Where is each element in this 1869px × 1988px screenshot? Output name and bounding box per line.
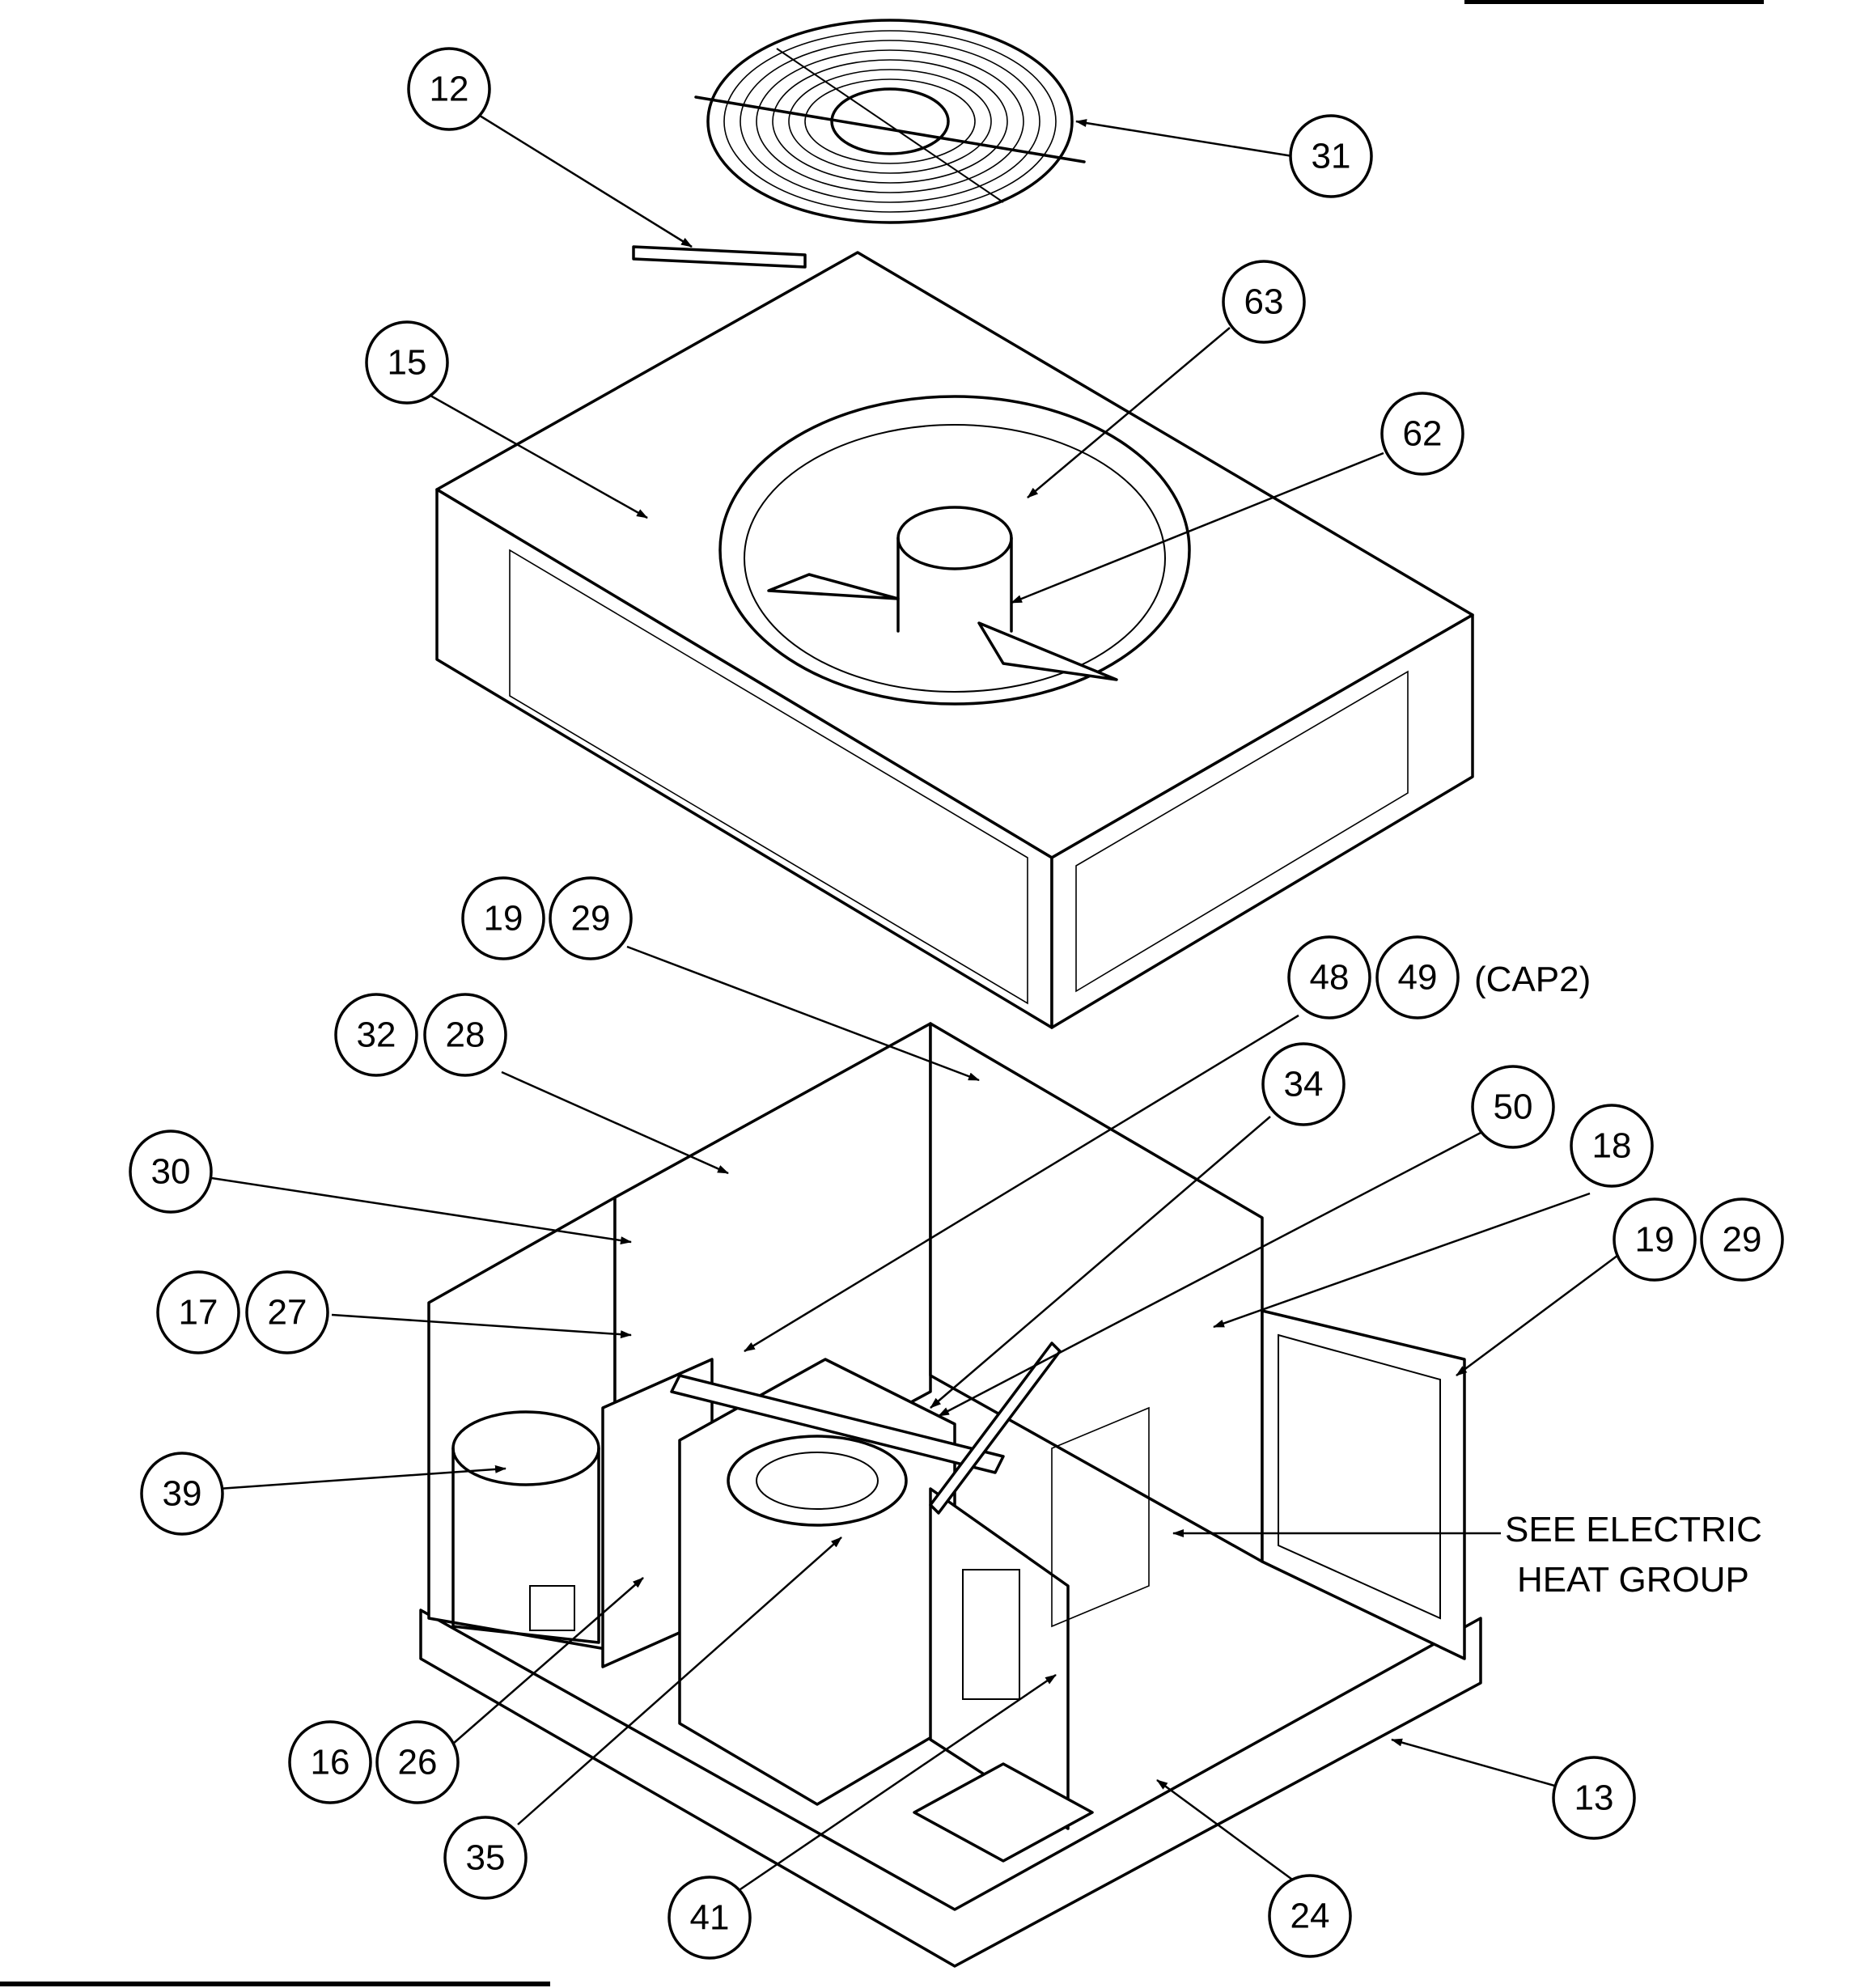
callout-32: 32 — [334, 993, 418, 1077]
svg-text:50: 50 — [1494, 1087, 1533, 1127]
callout-16: 16 — [288, 1720, 372, 1804]
callout-17: 17 — [156, 1270, 240, 1354]
svg-text:41: 41 — [690, 1898, 730, 1938]
svg-text:34: 34 — [1284, 1065, 1324, 1104]
callout-24: 24 — [1268, 1874, 1352, 1958]
svg-text:63: 63 — [1244, 282, 1284, 322]
callout-29-top: 29 — [549, 876, 633, 960]
svg-text:12: 12 — [430, 70, 469, 109]
electric-heat-note-line1: SEE ELECTRIC — [1505, 1510, 1762, 1549]
svg-text:29: 29 — [1723, 1220, 1762, 1260]
svg-text:17: 17 — [179, 1293, 218, 1333]
part-12-strip — [632, 245, 807, 269]
callout-19-top: 19 — [461, 876, 545, 960]
callout-41: 41 — [668, 1876, 752, 1960]
callout-30: 30 — [129, 1130, 213, 1214]
leader-lines — [206, 110, 1631, 1891]
svg-text:30: 30 — [151, 1152, 191, 1192]
top-cover-assembly — [435, 251, 1474, 1029]
svg-text:39: 39 — [163, 1474, 202, 1514]
callout-39: 39 — [140, 1452, 224, 1536]
svg-text:19: 19 — [1635, 1220, 1675, 1260]
callout-62: 62 — [1380, 392, 1464, 476]
svg-text:28: 28 — [446, 1015, 485, 1055]
fan-guard — [694, 19, 1086, 224]
callout-34: 34 — [1261, 1042, 1346, 1126]
svg-text:26: 26 — [398, 1743, 438, 1782]
svg-text:24: 24 — [1290, 1897, 1330, 1936]
svg-text:49: 49 — [1398, 958, 1438, 998]
callout-12: 12 — [407, 47, 491, 131]
base-unit-assembly — [419, 1022, 1482, 1968]
callout-50: 50 — [1471, 1065, 1555, 1149]
callout-35: 35 — [443, 1816, 528, 1900]
svg-text:27: 27 — [268, 1293, 307, 1333]
svg-text:16: 16 — [311, 1743, 350, 1782]
callout-28: 28 — [423, 993, 507, 1077]
callout-31: 31 — [1289, 114, 1373, 198]
cap2-note: (CAP2) — [1474, 960, 1591, 999]
callout-49: 49 — [1375, 935, 1460, 1019]
callout-15: 15 — [365, 320, 449, 405]
callout-13: 13 — [1552, 1756, 1636, 1840]
callout-27: 27 — [245, 1270, 329, 1354]
electric-heat-note-line2: HEAT GROUP — [1517, 1560, 1749, 1600]
svg-text:32: 32 — [357, 1015, 396, 1055]
svg-text:62: 62 — [1403, 414, 1443, 454]
callout-19-right: 19 — [1613, 1197, 1697, 1282]
callout-26: 26 — [375, 1720, 460, 1804]
callout-29-right: 29 — [1700, 1197, 1784, 1282]
svg-text:48: 48 — [1310, 958, 1350, 998]
svg-text:31: 31 — [1312, 137, 1351, 176]
callout-48: 48 — [1287, 935, 1371, 1019]
callout-63: 63 — [1222, 260, 1306, 344]
svg-text:19: 19 — [484, 899, 523, 939]
svg-text:35: 35 — [466, 1838, 506, 1878]
svg-text:18: 18 — [1592, 1126, 1632, 1166]
svg-text:15: 15 — [388, 343, 427, 383]
svg-text:13: 13 — [1574, 1778, 1614, 1818]
callout-18: 18 — [1570, 1104, 1654, 1188]
svg-text:29: 29 — [571, 899, 611, 939]
